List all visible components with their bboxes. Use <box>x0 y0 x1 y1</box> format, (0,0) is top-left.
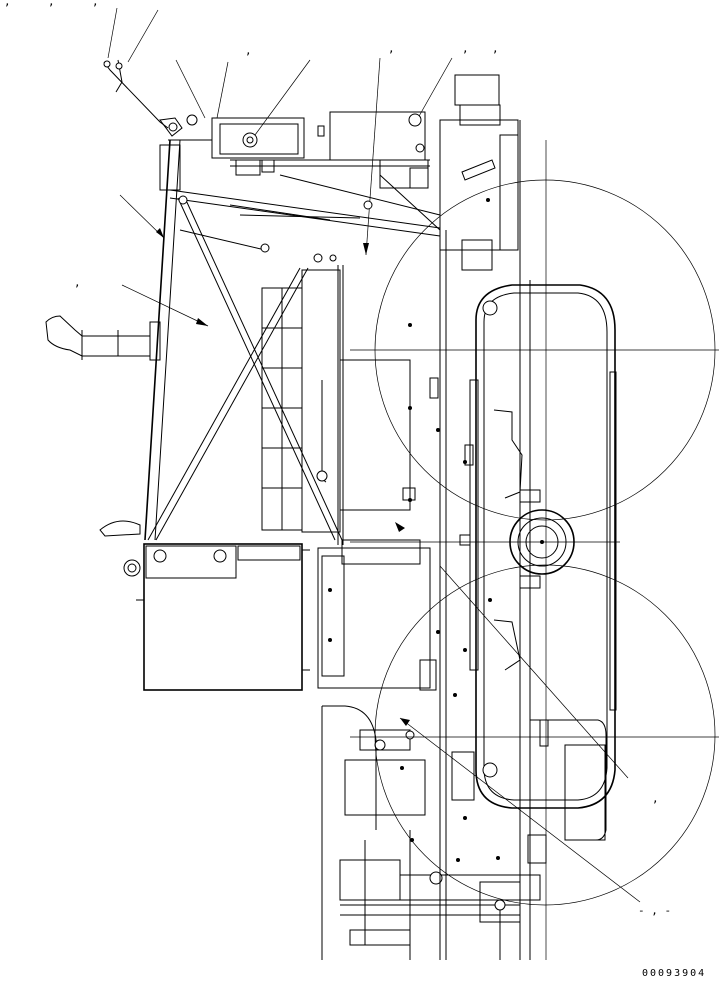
swivel-joint <box>350 489 620 589</box>
crawler-track <box>475 284 617 809</box>
bottom-mechanism <box>339 830 547 960</box>
fittings <box>328 198 549 862</box>
callout-marks: , , , , , , , , , - , - <box>4 0 671 917</box>
callout-mark: - , - <box>638 904 671 917</box>
callout-mark: , <box>48 0 55 8</box>
fuel-tank <box>99 520 310 691</box>
drawing-number: 00093904 <box>642 968 706 979</box>
exhaust-pipe <box>45 315 161 361</box>
leader-lines <box>107 7 641 903</box>
callout-mark: , <box>4 0 11 8</box>
upper-center-frame <box>230 111 441 231</box>
radiator-core <box>261 265 411 545</box>
callout-mark: , <box>462 42 469 55</box>
callout-mark: , <box>388 42 395 55</box>
main-frame <box>144 139 441 541</box>
callout-mark: , <box>74 276 81 289</box>
upper-left-lever <box>103 59 198 137</box>
lower-right-housing <box>530 719 607 841</box>
callout-mark: , <box>492 42 499 55</box>
right-frame-rails <box>439 74 547 960</box>
lower-center-frame <box>317 539 475 960</box>
callout-mark: , <box>92 0 99 8</box>
swing-radius-circles <box>350 179 719 906</box>
callout-mark: , <box>652 792 659 805</box>
callout-mark: , <box>245 44 252 57</box>
